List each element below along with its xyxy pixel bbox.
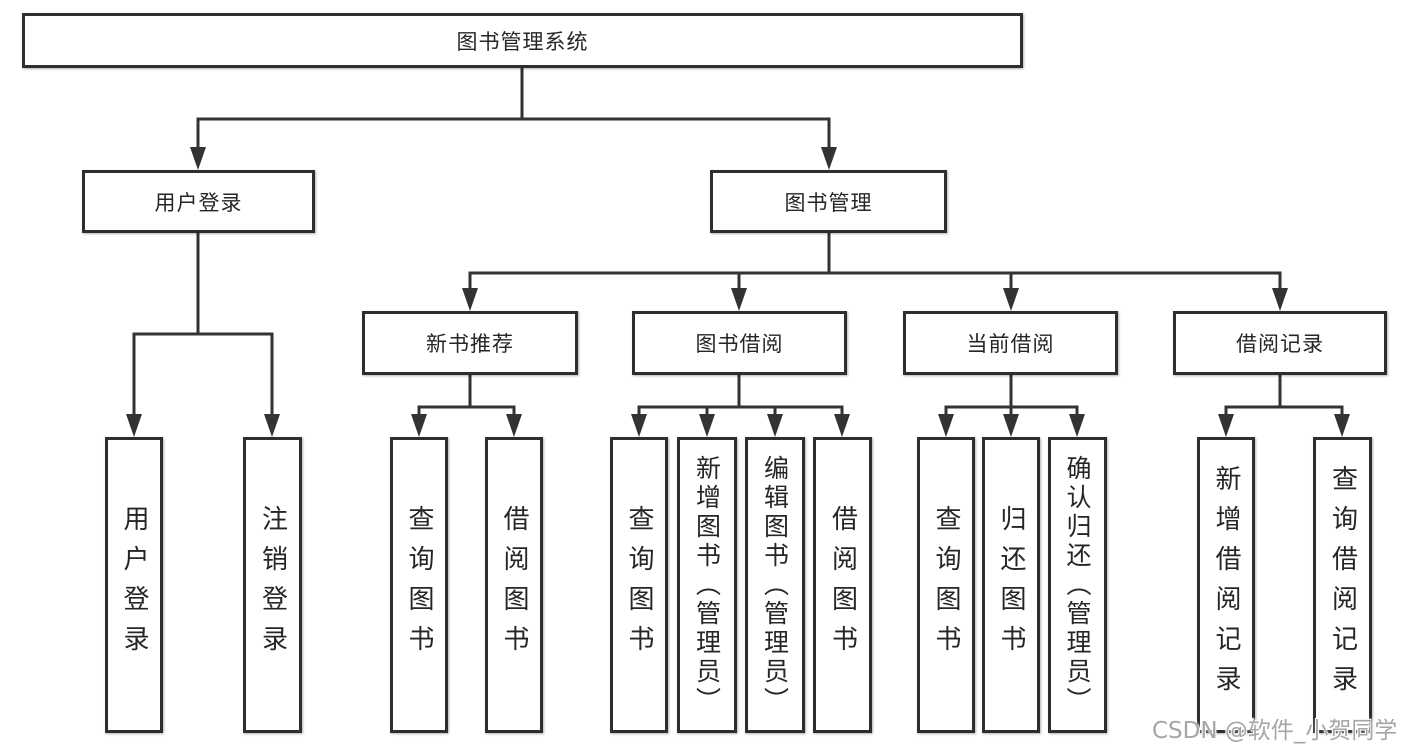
- leaf-query-book-borrow: 查询图书: [610, 437, 668, 733]
- node-label: 当前借阅: [966, 332, 1055, 356]
- node-label: 查询借阅记录: [1327, 465, 1358, 705]
- leaf-logout: 注销登录: [243, 437, 302, 733]
- node-label: 用户登录: [154, 190, 243, 215]
- node-user-login: 用户登录: [82, 170, 315, 233]
- node-book-management: 图书管理: [710, 170, 947, 233]
- leaf-query-book-current: 查询图书: [917, 437, 975, 733]
- leaf-edit-book-admin: 编辑图书（管理员）: [745, 437, 805, 733]
- node-label: 图书管理: [784, 190, 873, 215]
- node-label: 新书推荐: [426, 332, 514, 356]
- edge-userlogin-rail: [132, 332, 274, 417]
- node-label: 图书管理系统: [456, 29, 589, 54]
- leaf-query-borrow-record: 查询借阅记录: [1313, 437, 1372, 733]
- node-book-borrow: 图书借阅: [632, 311, 847, 375]
- node-label: 用户登录: [119, 505, 149, 665]
- edge-newbook-rail: [417, 405, 516, 417]
- edge-root-rail: [196, 117, 831, 151]
- edge-record-rail: [1224, 405, 1344, 417]
- node-label: 图书借阅: [695, 332, 784, 356]
- node-label: 查询图书: [404, 505, 434, 665]
- leaf-add-borrow-record: 新增借阅记录: [1197, 437, 1255, 733]
- node-label: 归还图书: [996, 505, 1026, 665]
- edge-bookmgmt-rail: [468, 271, 1282, 291]
- leaf-query-book-recommend: 查询图书: [390, 437, 448, 733]
- edge-current-rail: [944, 405, 1079, 417]
- node-new-book-recommend: 新书推荐: [362, 311, 578, 375]
- edge-borrow-rail: [637, 405, 844, 417]
- leaf-user-login: 用户登录: [105, 437, 163, 733]
- leaf-borrow-book: 借阅图书: [813, 437, 872, 733]
- node-library-management-system: 图书管理系统: [22, 13, 1023, 68]
- node-borrow-record: 借阅记录: [1173, 311, 1387, 375]
- node-label: 注销登录: [257, 505, 288, 665]
- node-label: 新增图书（管理员）: [692, 454, 722, 716]
- node-label: 借阅图书: [827, 505, 858, 665]
- node-label: 确认归还（管理员）: [1063, 454, 1092, 716]
- node-label: 新增借阅记录: [1211, 465, 1241, 705]
- leaf-confirm-return-admin: 确认归还（管理员）: [1048, 437, 1107, 733]
- node-label: 查询图书: [931, 505, 961, 665]
- leaf-return-book: 归还图书: [982, 437, 1040, 733]
- node-label: 编辑图书（管理员）: [760, 454, 790, 716]
- node-label: 查询图书: [624, 505, 654, 665]
- csdn-watermark: CSDN @软件_小贺同学: [1152, 718, 1398, 744]
- node-label: 借阅记录: [1236, 332, 1324, 356]
- node-current-borrow: 当前借阅: [903, 311, 1118, 375]
- leaf-add-book-admin: 新增图书（管理员）: [677, 437, 737, 733]
- leaf-borrow-book-recommend: 借阅图书: [485, 437, 543, 733]
- node-label: 借阅图书: [499, 505, 529, 665]
